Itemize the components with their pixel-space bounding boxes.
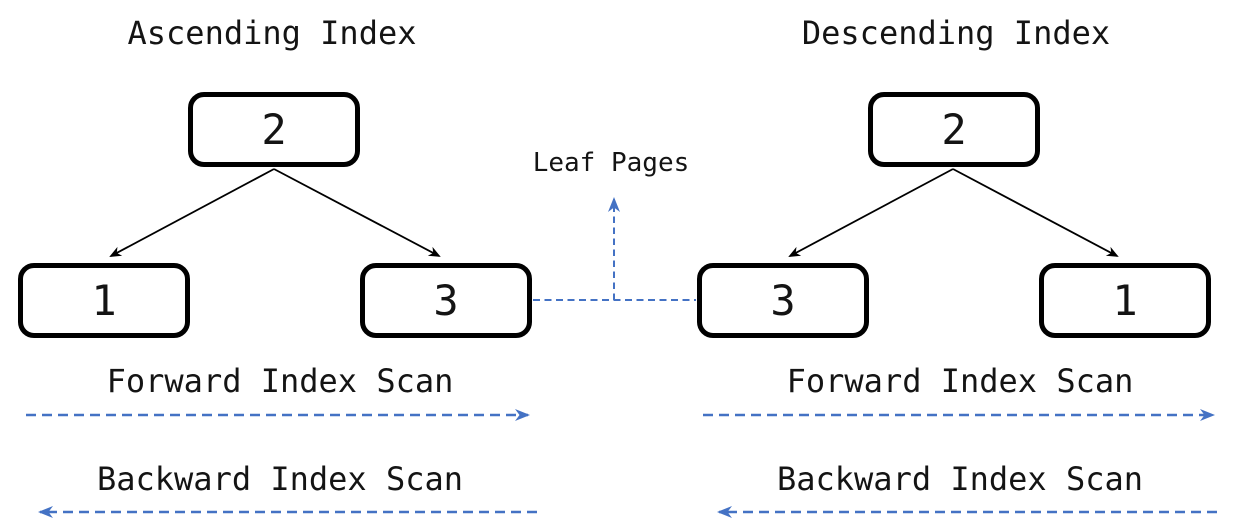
tree-node-asc-leaf-right: 3 xyxy=(360,263,532,338)
descending-index-title: Descending Index xyxy=(801,14,1111,52)
tree-node-value: 2 xyxy=(941,105,967,154)
tree-node-value: 3 xyxy=(770,276,796,325)
tree-edge-desc-root-to-right xyxy=(952,168,1119,257)
tree-node-desc-leaf-right: 1 xyxy=(1039,263,1211,338)
backward-scan-label-desc: Backward Index Scan xyxy=(776,460,1144,498)
tree-node-asc-root: 2 xyxy=(188,92,360,167)
tree-edge-desc-root-to-left xyxy=(788,168,954,257)
forward-scan-label-asc: Forward Index Scan xyxy=(106,362,454,400)
tree-edge-asc-root-to-right xyxy=(273,168,441,257)
tree-edge-asc-root-to-left xyxy=(109,168,275,257)
tree-node-asc-leaf-left: 1 xyxy=(18,263,190,338)
forward-scan-label-desc: Forward Index Scan xyxy=(786,362,1134,400)
tree-node-value: 3 xyxy=(433,276,459,325)
tree-node-value: 1 xyxy=(1112,276,1138,325)
ascending-index-title: Ascending Index xyxy=(127,14,417,52)
tree-node-value: 2 xyxy=(261,105,287,154)
tree-node-desc-root: 2 xyxy=(868,92,1040,167)
backward-scan-label-asc: Backward Index Scan xyxy=(96,460,464,498)
tree-node-desc-leaf-left: 3 xyxy=(697,263,869,338)
leaf-pages-label: Leaf Pages xyxy=(532,148,690,178)
tree-node-value: 1 xyxy=(91,276,117,325)
